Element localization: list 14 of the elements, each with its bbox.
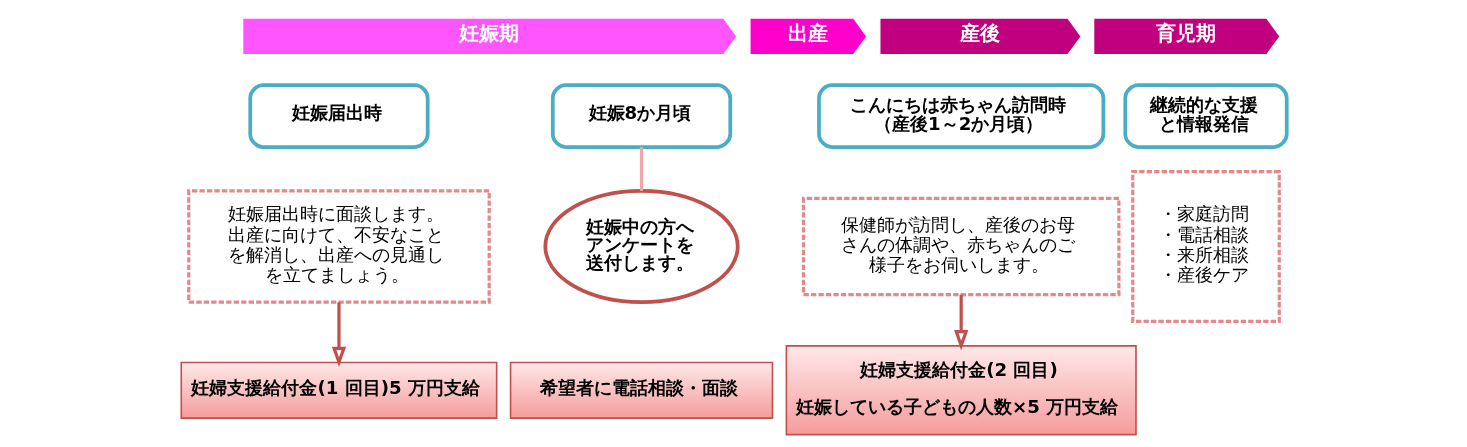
node-box: 妊娠届出時に面談します。出産に向けて、不安なことを解消し、出産への見通しを立てましょう。 (186, 189, 491, 304)
node-box: 希望者に電話相談・面談 (509, 361, 773, 419)
node-box: 妊婦支援給付金(1 回目)5 万円支給 (180, 361, 497, 419)
node-box: 妊婦支援給付金(2 回目) 妊娠している子どもの人数×5 万円支給 (785, 345, 1137, 436)
node-box: ・家庭訪問 ・電話相談 ・来所相談 ・産後ケア (1130, 170, 1281, 323)
node-box: 継続的な支援と情報発信 (1122, 83, 1289, 149)
node-ellipse: 妊娠中の方へアンケートを送付します。 (542, 189, 740, 304)
node-box: こんにちは赤ちゃん訪問時（産後1～2か月頃） (816, 83, 1105, 149)
node-box: 妊娠8か月頃 (550, 83, 732, 149)
node-box: 妊娠届出時 (247, 83, 430, 149)
node-box: 保健師が訪問し、産後のお母さんの体調や、赤ちゃんのご様子をお伺いします。 (801, 196, 1120, 297)
connector (639, 147, 643, 191)
arrow (331, 302, 346, 368)
arrow (953, 294, 968, 351)
